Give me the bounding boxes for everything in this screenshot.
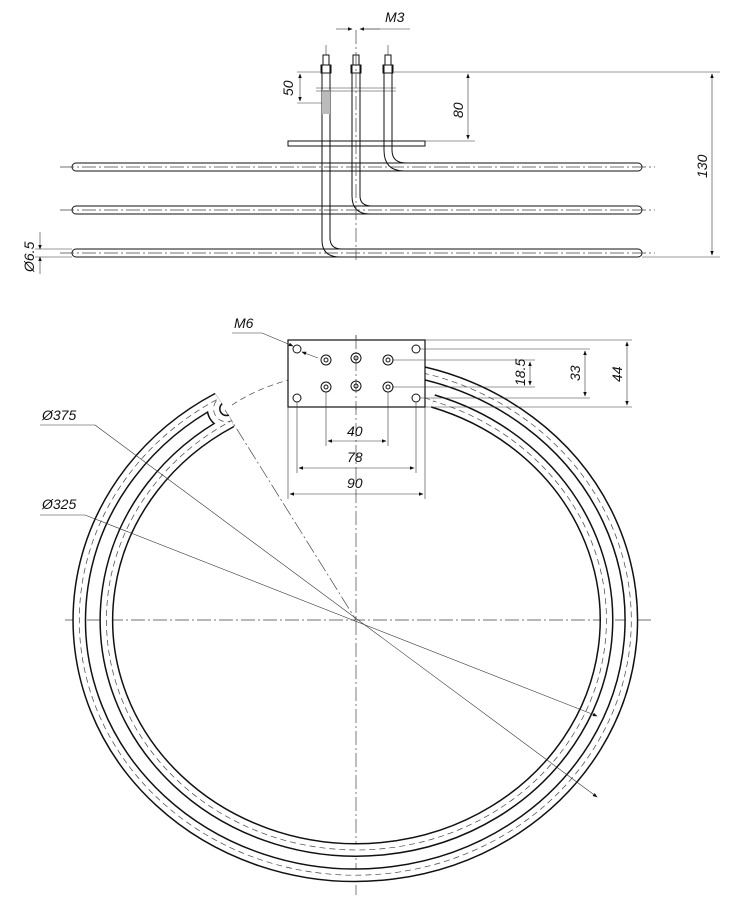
dim-pin-spacing-vertical: 18.5 <box>512 359 528 386</box>
dim-terminal-length: 50 <box>280 80 296 96</box>
dim-total-height: 130 <box>694 154 710 178</box>
dim-outer-diameter: Ø375 <box>41 407 76 423</box>
flange-plate <box>287 140 426 147</box>
dim-pin-spacing-horizontal: 40 <box>347 423 363 439</box>
thread-mount-label: M6 <box>234 315 254 331</box>
thread-terminal-label: M3 <box>385 9 405 25</box>
dim-plate-height: 44 <box>609 366 625 382</box>
dim-flange-height: 80 <box>450 102 466 118</box>
top-view: M6 18.5 33 44 40 78 90 Ø375 Ø325 <box>40 315 652 895</box>
dim-plate-width: 90 <box>347 475 363 491</box>
mounting-plate <box>287 335 426 410</box>
side-view: M3 50 80 130 Ø6.5 <box>21 9 720 274</box>
dim-tube-diameter: Ø6.5 <box>21 241 37 273</box>
terminals <box>316 30 407 260</box>
dim-inner-diameter: Ø325 <box>41 496 76 512</box>
dim-hole-spacing-horizontal: 78 <box>347 449 363 465</box>
dim-hole-spacing-vertical: 33 <box>567 365 583 381</box>
